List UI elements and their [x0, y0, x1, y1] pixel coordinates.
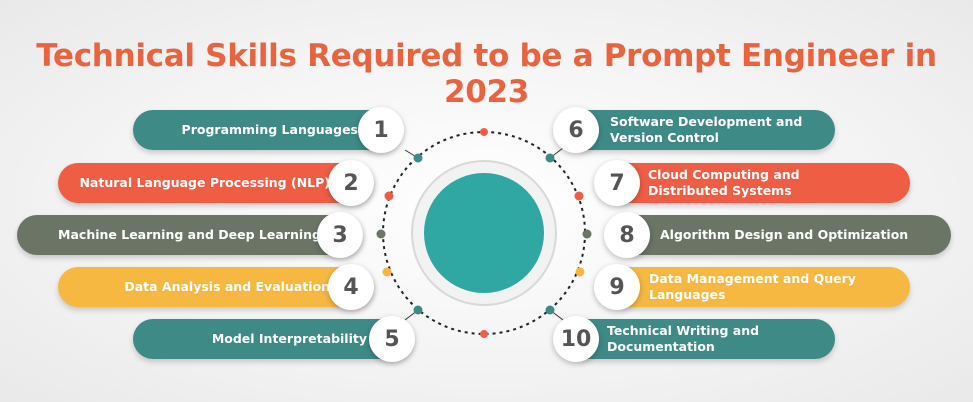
connector-dot-9 [575, 267, 585, 277]
skill-pill-1: Programming Languages 1 [133, 107, 404, 153]
connector-dot-4 [382, 267, 392, 277]
skill-number-3: 3 [317, 212, 363, 258]
skill-number-5: 5 [369, 316, 415, 362]
page-title: Technical Skills Required to be a Prompt… [36, 38, 937, 110]
connector-dot-2 [384, 191, 394, 201]
skill-label-10: Technical Writing and Documentation [607, 323, 760, 354]
skill-label-3: Machine Learning and Deep Learning [58, 227, 321, 242]
skill-pill-3: Machine Learning and Deep Learning 3 [17, 212, 363, 258]
connector-dot-1 [413, 153, 423, 163]
skill-pill-8: 8 Algorithm Design and Optimization [604, 212, 951, 258]
skill-label-7: Cloud Computing and Distributed Systems [648, 167, 800, 198]
skill-pill-2: Natural Language Processing (NLP) 2 [58, 160, 374, 206]
skill-number-8: 8 [604, 212, 650, 258]
skill-pill-9: 9 Data Management and Query Languages [594, 264, 910, 310]
connector-dot-3 [376, 229, 386, 239]
connector-dot-10 [545, 305, 555, 315]
skill-number-2: 2 [328, 160, 374, 206]
connector-dot-7 [574, 191, 584, 201]
skill-label-8: Algorithm Design and Optimization [660, 227, 909, 242]
skill-number-9: 9 [594, 264, 640, 310]
skill-label-6: Software Development and Version Control [610, 114, 803, 145]
skill-pill-10: 10 Technical Writing and Documentation [553, 316, 835, 362]
skill-label-5: Model Interpretability [211, 331, 367, 346]
hub-inner-circle [424, 173, 544, 293]
skill-number-6: 6 [553, 107, 599, 153]
skill-pill-5: Model Interpretability 5 [133, 316, 415, 362]
hub-dot-bottom [480, 330, 488, 338]
hub-dot-top [480, 128, 488, 136]
connector-dot-5 [413, 305, 423, 315]
skill-label-1: Programming Languages [181, 122, 358, 137]
skill-pill-6: 6 Software Development and Version Contr… [553, 107, 835, 153]
skill-number-10: 10 [553, 316, 599, 362]
connector-dot-8 [582, 229, 592, 239]
skill-number-4: 4 [328, 264, 374, 310]
skill-pill-7: 7 Cloud Computing and Distributed System… [594, 160, 910, 206]
skill-pill-4: Data Analysis and Evaluation 4 [58, 264, 374, 310]
skill-label-4: Data Analysis and Evaluation [124, 279, 330, 294]
connector-dot-6 [545, 153, 555, 163]
skill-label-9: Data Management and Query Languages [649, 271, 856, 302]
skill-number-1: 1 [358, 107, 404, 153]
skill-number-7: 7 [594, 160, 640, 206]
skill-label-2: Natural Language Processing (NLP) [79, 175, 330, 190]
